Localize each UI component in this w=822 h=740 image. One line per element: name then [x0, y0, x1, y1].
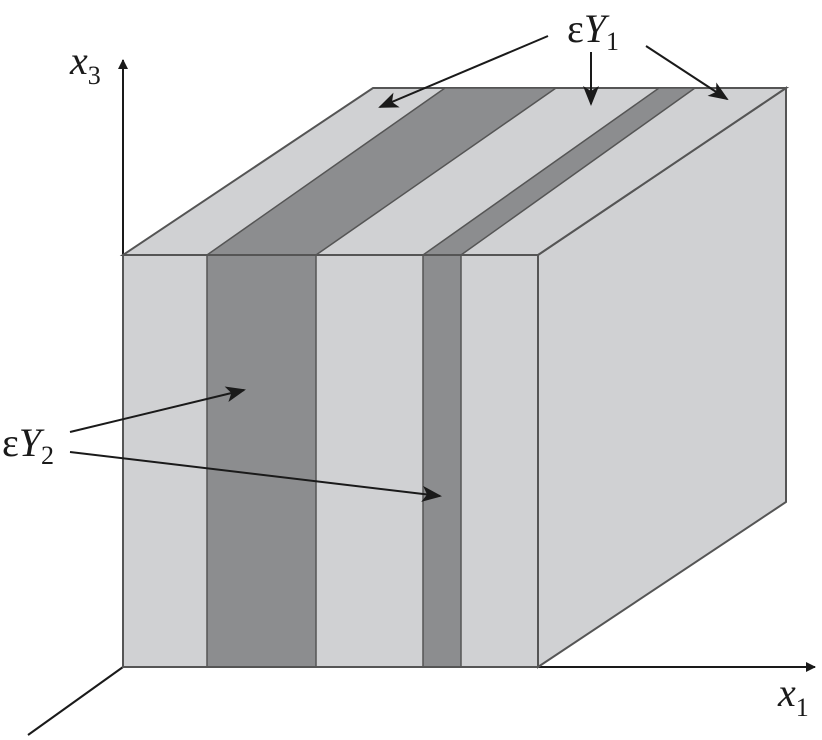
eps-y2-arrow-lower: [69, 451, 442, 502]
label-eps-y2: εY2: [2, 420, 54, 470]
eps-y1-arrow-left: [378, 35, 549, 108]
label-eps-y1: εY1: [567, 6, 619, 56]
label-x1-axis: x1: [777, 670, 809, 722]
eps-y1-arrow-right: [645, 45, 729, 101]
eps-y1-arrows: [378, 35, 729, 108]
cube-front-face: [122, 254, 539, 668]
front-dark-strip-narrow: [422, 254, 462, 668]
eps-y2-arrows: [69, 386, 442, 502]
label-x3-axis: x3: [69, 38, 101, 90]
cube-front-outline: [122, 254, 539, 668]
x2-axis: [27, 666, 124, 736]
eps-y2-arrow-upper: [69, 386, 246, 433]
front-dark-strip-wide: [206, 254, 317, 668]
